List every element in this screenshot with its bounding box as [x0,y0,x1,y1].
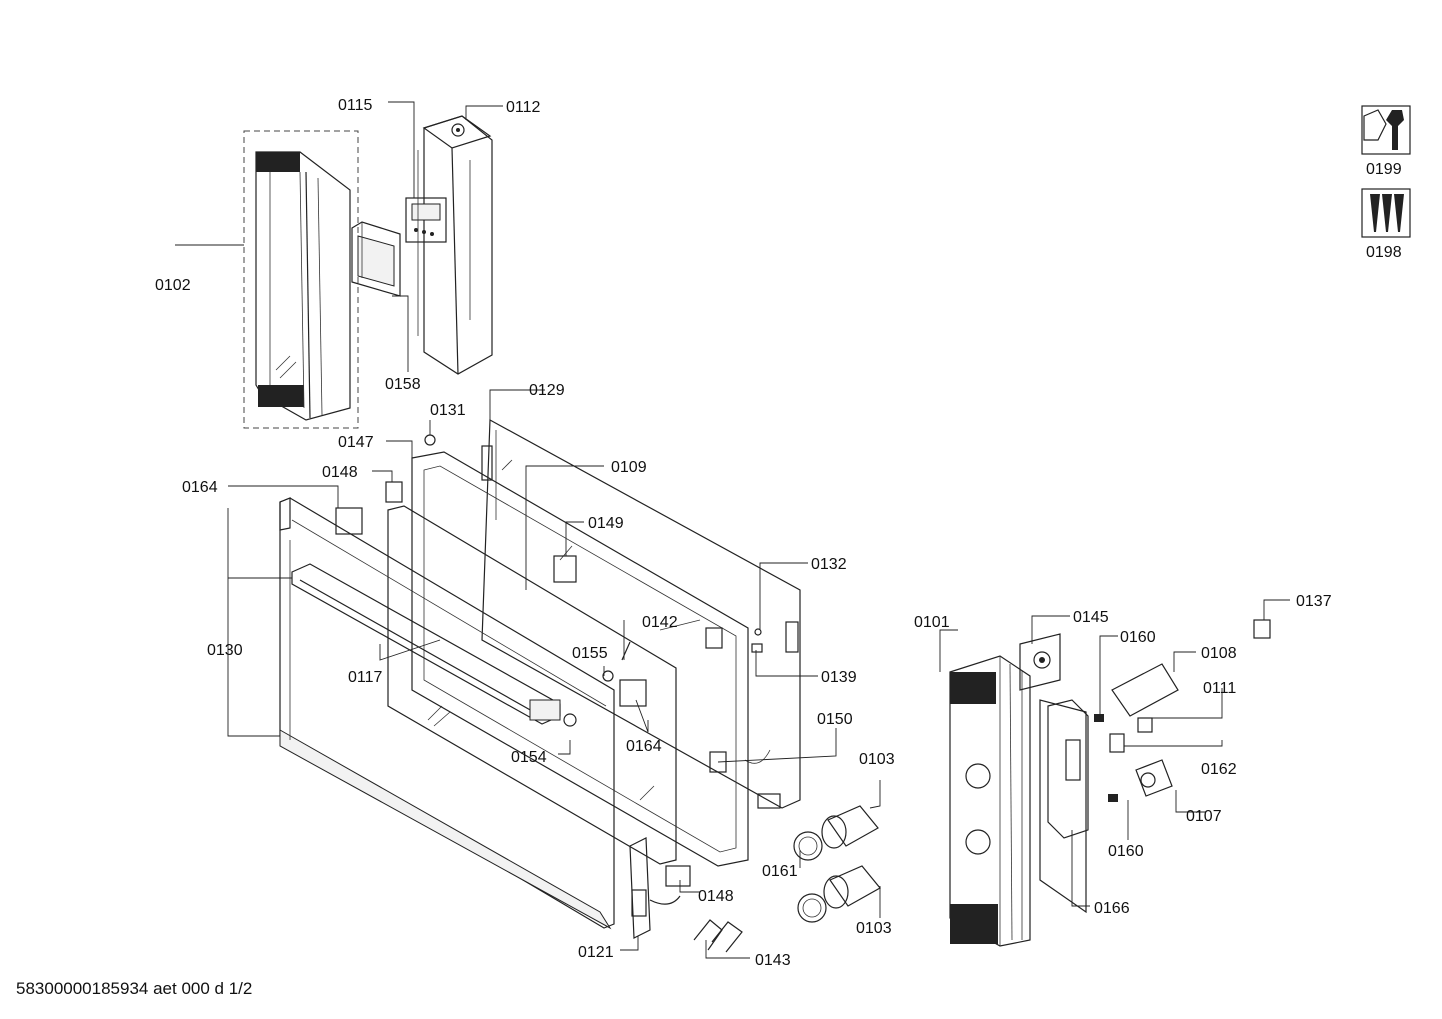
callout-0148-bottom: 0148 [698,888,734,905]
callout-0137: 0137 [1296,593,1332,610]
callout-0164-top: 0164 [182,479,218,496]
callout-0129: 0129 [529,382,565,399]
wrench-nut-icon [1361,105,1411,155]
callout-0102: 0102 [155,277,191,294]
leader-lines [175,101,1290,959]
inner-glass [387,505,677,865]
display-module [351,221,401,297]
callout-0160-top: 0160 [1120,629,1156,646]
door-handle [291,563,561,725]
callout-0154: 0154 [511,749,547,766]
callout-0121: 0121 [578,944,614,961]
callout-0142: 0142 [642,614,678,631]
callout-0103-top: 0103 [859,751,895,768]
front-door-glass [279,497,615,930]
callout-labels: 0115 0112 0102 0158 0129 0131 0147 0109 … [155,97,1402,969]
callout-0103-bottom: 0103 [856,920,892,937]
callout-0130: 0130 [207,642,243,659]
callout-0117: 0117 [348,669,383,686]
middle-glass-frame [411,451,749,867]
door-small-parts [335,434,763,887]
door-lock [629,837,681,939]
callout-0111: 0111 [1203,680,1236,697]
document-id: 58300000185934 aet 000 d 1/2 [16,979,253,998]
clip [693,919,743,953]
callout-0198: 0198 [1366,244,1402,261]
callout-0164-mid: 0164 [626,738,662,755]
side-panel-assembly [949,655,1031,947]
glass-panel-assembly [243,130,359,429]
callout-0115: 0115 [338,97,373,114]
callout-0139: 0139 [821,669,857,686]
callout-0162: 0162 [1201,761,1237,778]
rear-door-panel [481,419,801,809]
callout-0161: 0161 [762,863,798,880]
callout-0108: 0108 [1201,645,1237,662]
callout-0109: 0109 [611,459,647,476]
callout-0149: 0149 [588,515,624,532]
callout-0150: 0150 [817,711,853,728]
relay-box [1047,699,1089,839]
callout-0148-top: 0148 [322,464,358,481]
callout-0199: 0199 [1366,161,1402,178]
switch-parts [1094,619,1271,802]
callout-0160-bottom: 0160 [1108,843,1144,860]
lamp-holders [793,805,881,923]
callout-0166: 0166 [1094,900,1130,917]
callout-0147: 0147 [338,434,374,451]
callout-0131: 0131 [430,402,466,419]
callout-0101: 0101 [914,614,950,631]
callout-0107: 0107 [1186,808,1222,825]
callout-0132: 0132 [811,556,847,573]
callout-0143: 0143 [755,952,791,969]
callout-0145: 0145 [1073,609,1109,626]
callout-0155: 0155 [572,645,608,662]
callout-0112: 0112 [506,99,541,116]
control-box [1019,633,1087,914]
callout-0158: 0158 [385,376,421,393]
screws-icon [1361,188,1411,238]
control-housing [405,115,493,375]
